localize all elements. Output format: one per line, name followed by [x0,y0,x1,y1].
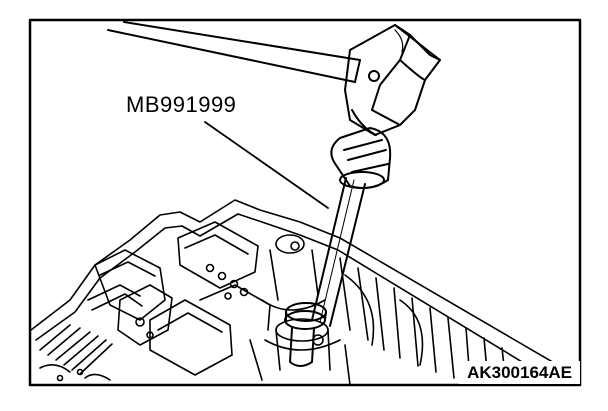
special-tool-drift [284,127,392,367]
hammer-pin [368,70,380,82]
bolt-hole [229,279,239,289]
cylinder-head [30,199,581,386]
leader-line [204,121,329,209]
figure-code: AK300164AE [459,361,580,384]
bolt-hole [217,271,227,281]
tool-label: MB991999 [126,92,237,117]
hammer [107,21,441,136]
illustration-frame [28,18,582,387]
bolt-hole [224,292,232,300]
bolt-hole [205,263,215,273]
